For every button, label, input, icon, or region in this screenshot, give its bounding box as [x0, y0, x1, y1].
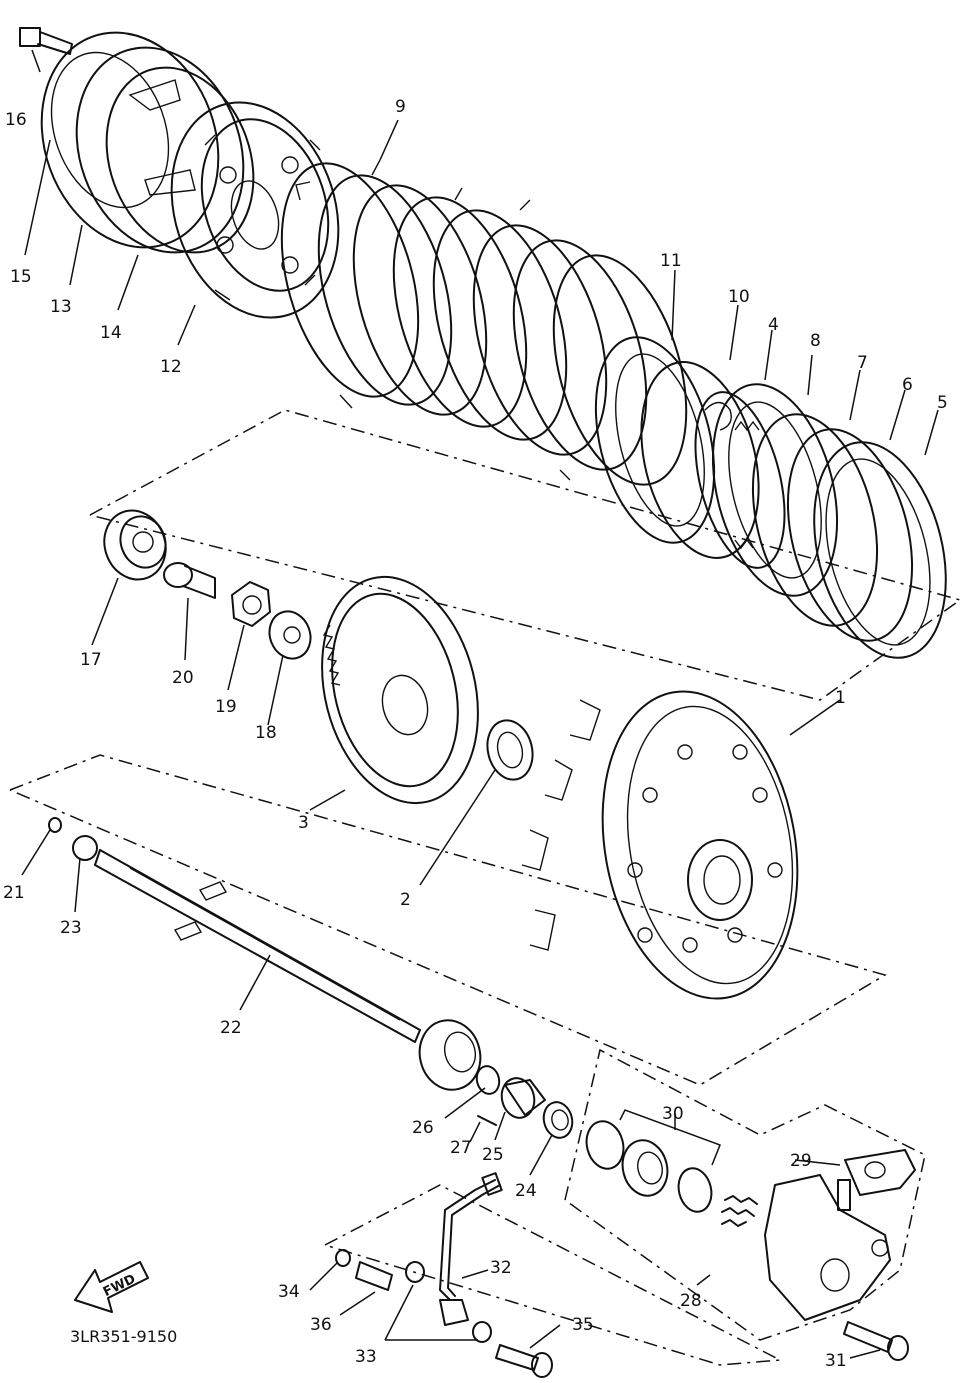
callout-11: 11	[660, 251, 682, 271]
fwd-label: FWD	[101, 1272, 138, 1300]
callout-1: 1	[835, 688, 846, 708]
pin-27	[477, 1115, 497, 1126]
callout-33: 33	[355, 1347, 377, 1367]
o-ring-34	[335, 1249, 351, 1267]
callout-6: 6	[902, 375, 913, 395]
cover-plate-assembly	[19, 27, 255, 254]
clutch-housing-1	[521, 690, 799, 1000]
release-cylinder-body-28	[764, 1174, 891, 1321]
o-ring-26	[475, 1065, 501, 1095]
bearing-17	[103, 509, 167, 581]
callout-labels: 1 2 3 4 5 6 7 8 9 10 11 12 13 14 15 16 1…	[3, 97, 948, 1371]
callout-3: 3	[298, 813, 309, 833]
callout-14: 14	[100, 323, 122, 343]
callout-21: 21	[3, 883, 25, 903]
bleed-screw-36	[355, 1261, 393, 1291]
outline-box-shaft	[9, 754, 887, 1086]
clutch-plate-7	[751, 413, 879, 627]
leader-lines	[21, 49, 939, 1359]
callout-13: 13	[50, 297, 72, 317]
callout-4: 4	[768, 315, 779, 335]
callout-17: 17	[80, 650, 102, 670]
clutch-boss-plate-8	[711, 383, 839, 597]
callout-5: 5	[937, 393, 948, 413]
callout-16: 16	[5, 110, 27, 130]
callout-2: 2	[400, 890, 411, 910]
o-ring-21	[48, 817, 62, 833]
callout-24: 24	[515, 1181, 537, 1201]
outline-box-clutch-plates	[89, 409, 960, 701]
callout-31: 31	[825, 1351, 847, 1371]
gasket-33	[405, 1261, 492, 1343]
callout-29: 29	[790, 1151, 812, 1171]
outline-box-hose	[324, 1184, 783, 1366]
callout-25: 25	[482, 1145, 504, 1165]
damper-spring-10	[640, 361, 760, 559]
nut-19	[231, 581, 271, 627]
push-rod-22	[94, 849, 421, 1043]
callout-26: 26	[412, 1118, 434, 1138]
friction-plate-stack	[280, 159, 688, 486]
clutch-plate-6	[786, 428, 914, 642]
bolt-31	[843, 1321, 909, 1361]
union-bolt-35	[495, 1344, 553, 1378]
clutch-plate-11	[594, 336, 716, 544]
callout-12: 12	[160, 357, 182, 377]
callout-15: 15	[10, 267, 32, 287]
piston-kit-30	[585, 1109, 758, 1227]
piston-25	[500, 1077, 546, 1119]
callout-20: 20	[172, 668, 194, 688]
drawing-code: 3LR351-9150	[70, 1327, 177, 1346]
spring-plate-assembly	[170, 101, 340, 319]
bearing-shaft-end	[418, 1019, 482, 1091]
callout-32: 32	[490, 1258, 512, 1278]
callout-23: 23	[60, 918, 82, 938]
washer-23	[72, 835, 98, 861]
callout-8: 8	[810, 331, 821, 351]
primary-driven-gear-3	[321, 575, 479, 805]
callout-18: 18	[255, 723, 277, 743]
clutch-plate-5	[813, 441, 947, 659]
lock-washer-18	[268, 610, 312, 660]
bleed-bracket-29	[837, 1149, 916, 1211]
callout-35: 35	[572, 1315, 594, 1335]
callout-27: 27	[450, 1138, 472, 1158]
thrust-washer-2	[486, 719, 534, 781]
callout-19: 19	[215, 697, 237, 717]
clutch-hose-32	[439, 1172, 503, 1326]
callout-22: 22	[220, 1018, 242, 1038]
callout-10: 10	[728, 287, 750, 307]
callout-30: 30	[662, 1104, 684, 1124]
callout-7: 7	[857, 353, 868, 373]
outline-box-release-cylinder	[564, 1048, 926, 1341]
callout-34: 34	[278, 1282, 300, 1302]
seal-24	[542, 1101, 574, 1139]
callout-9: 9	[395, 97, 406, 117]
callout-28: 28	[680, 1291, 702, 1311]
fwd-arrow-icon: FWD	[74, 1261, 149, 1313]
spring-seat-4	[694, 391, 786, 569]
push-rod-20	[163, 562, 216, 599]
callout-36: 36	[310, 1315, 332, 1335]
